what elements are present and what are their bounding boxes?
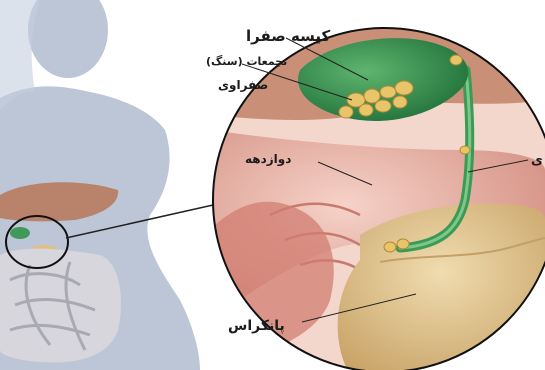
gallstones-label-line2: صفراوی [218, 78, 268, 92]
gallstones-label-line1: تجمعات (سنگ) [206, 55, 287, 68]
bile-duct-label-fragment: ی [531, 153, 543, 168]
duodenum-label: دوازدهه [245, 152, 291, 166]
gallbladder-small [10, 227, 30, 239]
intestines [0, 249, 121, 363]
gallbladder-label: کیسه صفرا [246, 27, 330, 45]
pancreas-label: پانکراس [228, 318, 285, 334]
